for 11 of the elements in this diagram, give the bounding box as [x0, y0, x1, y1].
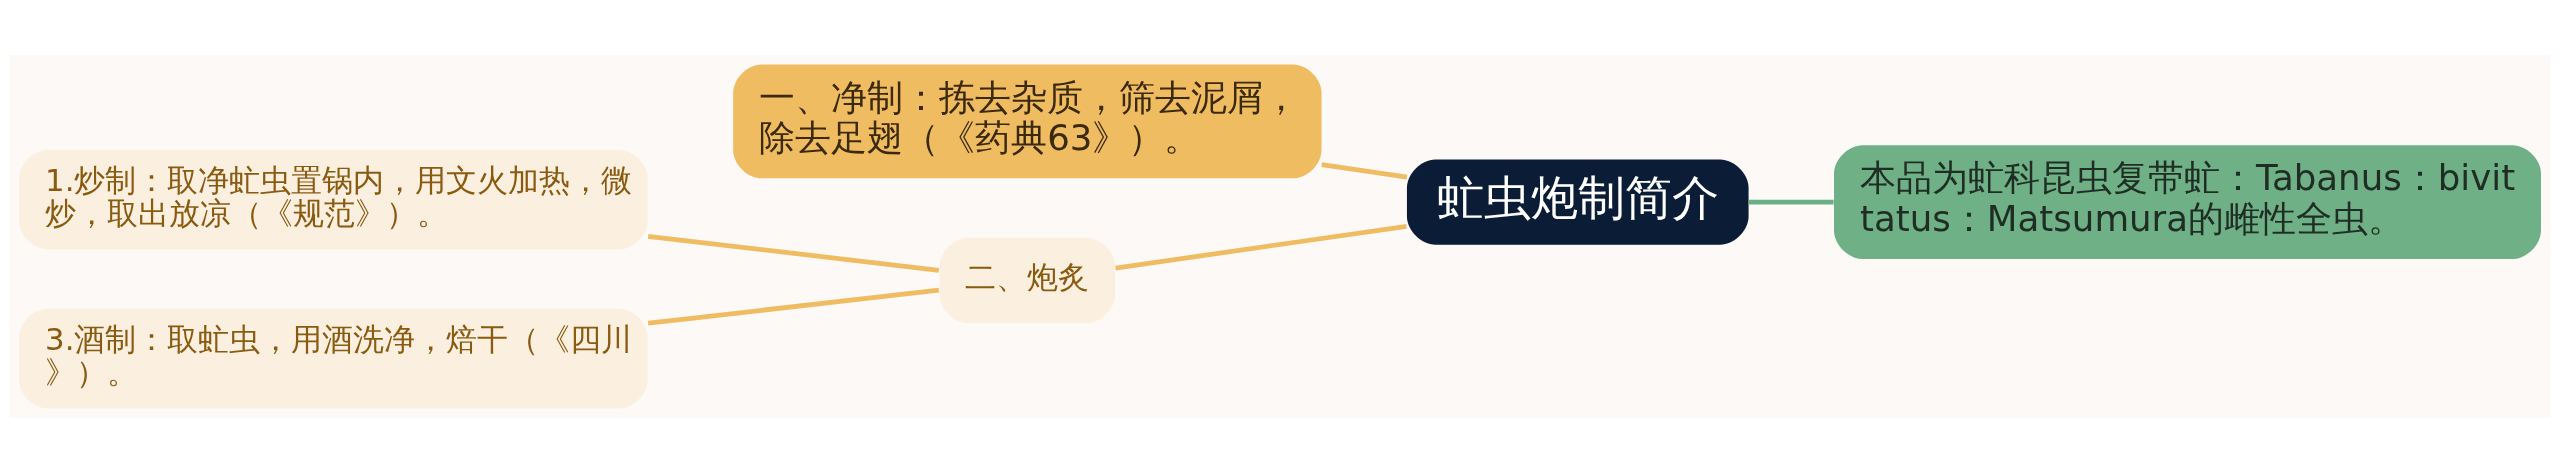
connector — [1321, 162, 1408, 180]
node-box: 一、净制：拣去杂质，筛去泥屑，除去足翅（《药典63》）。 — [733, 64, 1322, 179]
node-box: 本品为虻科昆虫复带虻：Tabanus：bivittatus：Matsumura的雌性全虫。 — [1834, 145, 2541, 260]
node-box: 二、炮炙 — [939, 237, 1116, 324]
connector — [647, 233, 940, 273]
connector — [1748, 199, 1834, 205]
node-box: 1.炒制：取净虻虫置锅内，用文火加热，微炒，取出放凉（《规范》）。 — [19, 149, 648, 250]
node-box: 3.酒制：取虻虫，用酒洗净，焙干（《四川》）。 — [19, 308, 648, 409]
node-box: 虻虫炮制简介 — [1406, 159, 1749, 245]
connector — [647, 287, 940, 326]
connector — [1115, 224, 1407, 271]
